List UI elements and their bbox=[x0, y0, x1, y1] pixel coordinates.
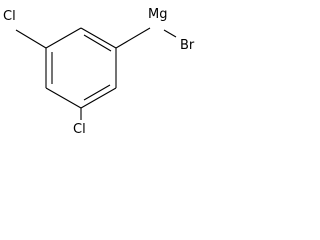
ring-bond-4 bbox=[45, 87, 82, 109]
atom-labels: Cl Cl Mg Br bbox=[3, 7, 195, 137]
ring-bond-1 bbox=[80, 27, 117, 49]
bond-mg-to-br bbox=[163, 29, 177, 38]
atom-label-cl-top-left: Cl bbox=[3, 9, 16, 24]
bond-to-mg bbox=[115, 27, 151, 49]
atom-label-mg: Mg bbox=[148, 7, 167, 22]
substituent-bonds bbox=[15, 27, 177, 120]
ring-bond-3 bbox=[80, 87, 117, 109]
atom-label-br: Br bbox=[180, 38, 195, 53]
ring-double-bond-inner-1 bbox=[83, 34, 112, 52]
bond-to-cl-top-left bbox=[15, 29, 47, 49]
benzene-ring bbox=[45, 27, 117, 109]
ring-bond-6 bbox=[45, 27, 82, 49]
chemical-structure-diagram: Cl Cl Mg Br bbox=[3, 7, 195, 137]
atom-label-cl-bottom: Cl bbox=[73, 122, 86, 137]
ring-double-bond-inner-2 bbox=[83, 84, 111, 101]
